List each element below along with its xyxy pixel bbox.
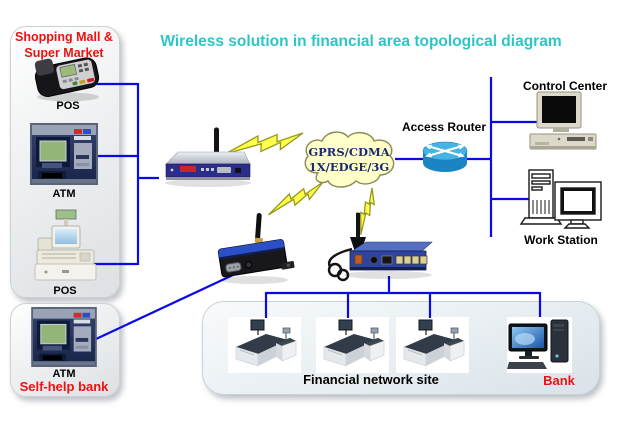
bank-label: Bank <box>543 373 575 388</box>
blue-links <box>94 77 542 340</box>
cloud-label-line2: 1X/EDGE/3G <box>309 160 389 174</box>
atm-icon <box>30 307 98 367</box>
work-station-computer-icon <box>519 169 602 229</box>
atm-mall-label: ATM <box>52 188 76 200</box>
ethernet-router-icon <box>327 212 433 282</box>
control-center-computer-icon <box>529 91 597 150</box>
pos-terminal-label: POS <box>56 100 80 112</box>
bank-computer-icon <box>507 319 569 369</box>
pos-terminal-icon <box>34 57 100 102</box>
work-station-label: Work Station <box>524 233 598 247</box>
cash-register-label: POS <box>53 285 77 297</box>
cloud-label-line1: GPRS/CDMA <box>308 145 390 159</box>
shopping-mall-title-line1: Shopping Mall & <box>15 30 113 44</box>
control-center-label: Control Center <box>523 79 607 93</box>
self-help-bank-label: Self-help bank <box>19 379 109 394</box>
diagram-title: Wireless solution in financial area topo… <box>160 33 562 50</box>
atm-icon <box>30 123 98 185</box>
shopping-mall-title: Shopping Mall & Super Market <box>12 29 116 62</box>
link-dtu-selfhelp-atm <box>95 274 234 340</box>
access-router-icon <box>422 141 468 172</box>
access-router-label: Access Router <box>401 120 487 134</box>
checkout-counter-icon <box>316 317 389 373</box>
checkout-counter-icon <box>396 317 469 373</box>
gprs-cloud: GPRS/CDMA 1X/EDGE/3G <box>304 131 395 188</box>
checkout-counter-icon <box>228 317 301 373</box>
atm-selfhelp-label: ATM <box>52 368 76 380</box>
lightning-bolt-icon <box>268 171 323 226</box>
dtu-modem-icon <box>217 213 295 284</box>
financial-site-label: Financial network site <box>303 372 439 387</box>
cloud-shape <box>304 131 395 188</box>
wireless-router-icon <box>165 127 251 187</box>
lightning-bolt-icon <box>343 188 390 235</box>
shopping-mall-title-line2: Super Market <box>24 46 104 61</box>
cash-register-icon <box>34 209 97 281</box>
